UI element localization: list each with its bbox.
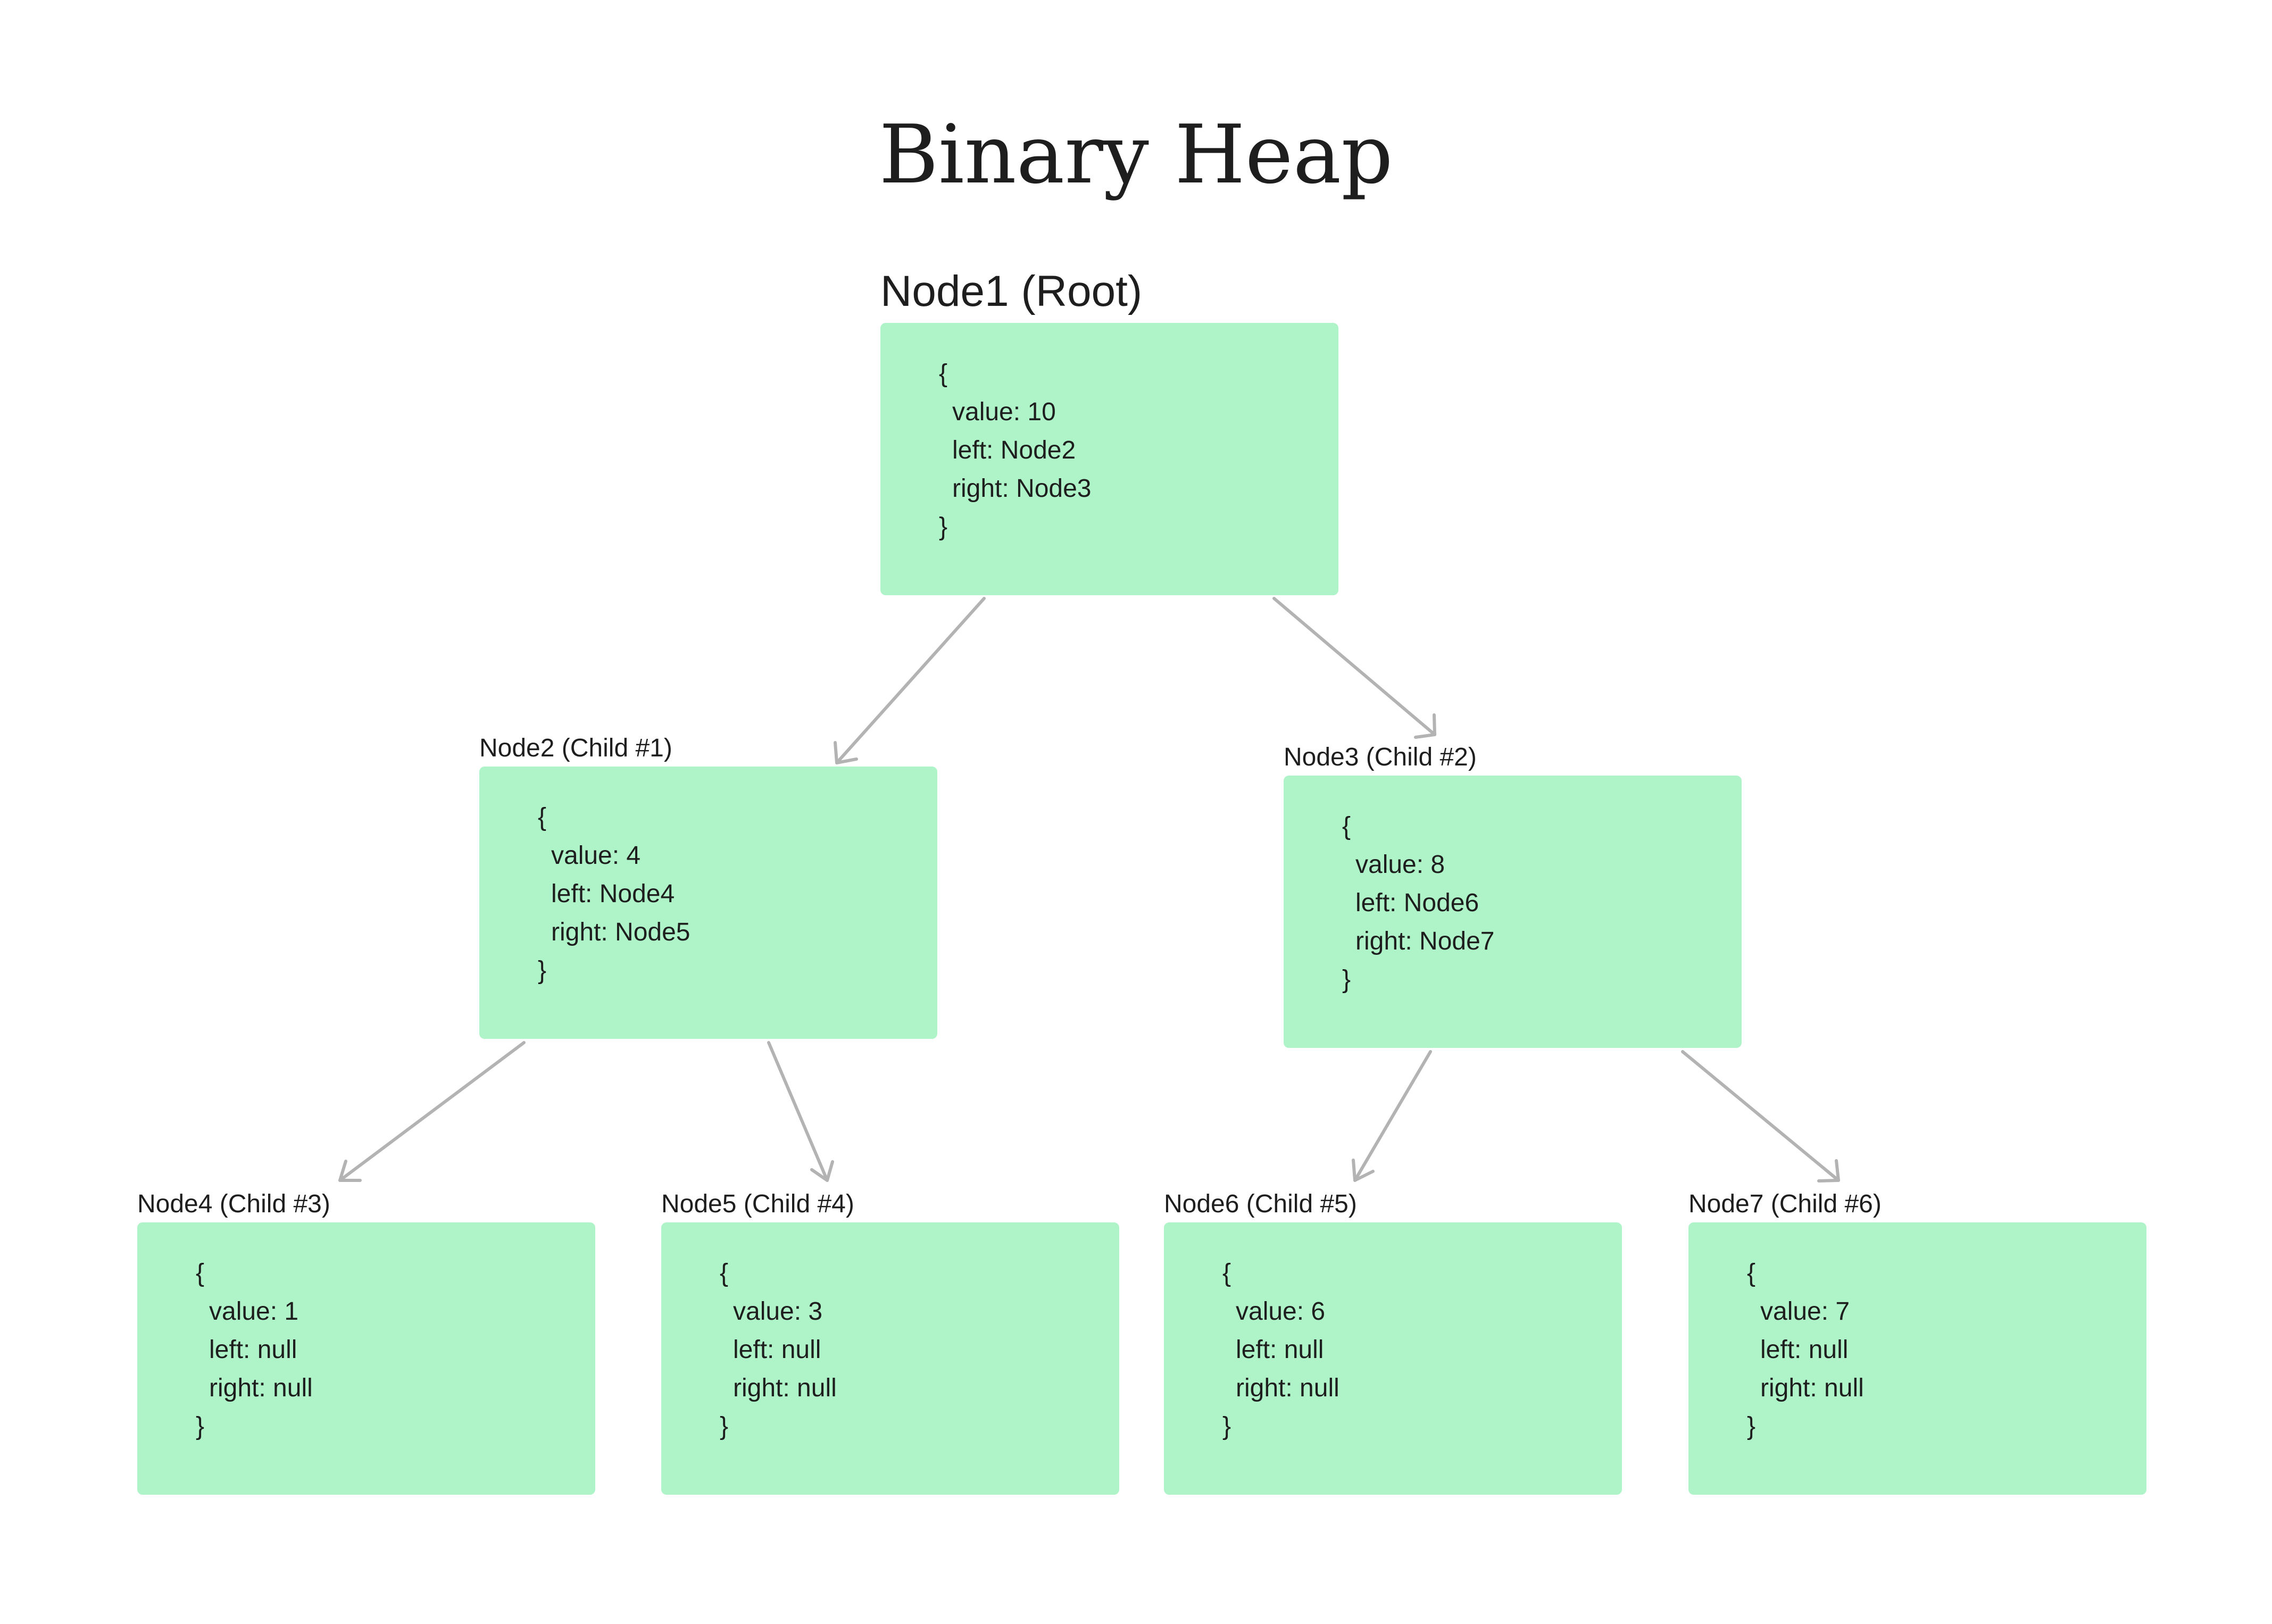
node1-open-brace: { xyxy=(939,360,948,388)
node7-body: { value: 7 left: null right: null } xyxy=(1747,1254,1864,1446)
node4-value: value: 1 xyxy=(209,1297,299,1326)
node6-close-brace: } xyxy=(1222,1412,1231,1440)
node7-right: right: null xyxy=(1760,1374,1864,1402)
node4-right: right: null xyxy=(209,1374,313,1402)
node2-left: left: Node4 xyxy=(551,880,675,908)
node5-close-brace: } xyxy=(720,1412,729,1440)
node1-value: value: 10 xyxy=(952,398,1056,426)
node2-open-brace: { xyxy=(538,803,547,831)
node1-right: right: Node3 xyxy=(952,474,1092,503)
node4-open-brace: { xyxy=(196,1259,205,1287)
node4-card[interactable]: { value: 1 left: null right: null } xyxy=(137,1222,595,1495)
edge-node1-node3 xyxy=(1272,597,1436,739)
node5-caption: Node5 (Child #4) xyxy=(661,1190,854,1218)
node7-card[interactable]: { value: 7 left: null right: null } xyxy=(1688,1222,2146,1495)
node1-left: left: Node2 xyxy=(952,436,1076,464)
node5-open-brace: { xyxy=(720,1259,729,1287)
node6-right: right: null xyxy=(1236,1374,1339,1402)
node4-left: left: null xyxy=(209,1336,297,1364)
node3-open-brace: { xyxy=(1342,812,1351,840)
edge-node3-node6 xyxy=(1352,1050,1432,1182)
node5-body: { value: 3 left: null right: null } xyxy=(720,1254,837,1446)
edge-node2-node5 xyxy=(767,1041,834,1182)
edge-node1-node2 xyxy=(834,597,986,764)
node6-value: value: 6 xyxy=(1236,1297,1326,1326)
node3-right: right: Node7 xyxy=(1355,927,1495,955)
node3-left: left: Node6 xyxy=(1355,889,1479,917)
node5-value: value: 3 xyxy=(733,1297,823,1326)
node1-close-brace: } xyxy=(939,513,948,541)
node7-open-brace: { xyxy=(1747,1259,1756,1287)
node7-close-brace: } xyxy=(1747,1412,1756,1440)
node4-close-brace: } xyxy=(196,1412,205,1440)
node1-body: { value: 10 left: Node2 right: Node3 } xyxy=(939,355,1092,546)
node2-body: { value: 4 left: Node4 right: Node5 } xyxy=(538,798,690,990)
node4-caption: Node4 (Child #3) xyxy=(137,1190,330,1218)
node7-caption: Node7 (Child #6) xyxy=(1688,1190,1882,1218)
node6-left: left: null xyxy=(1236,1336,1324,1364)
node5-card[interactable]: { value: 3 left: null right: null } xyxy=(661,1222,1119,1495)
node3-close-brace: } xyxy=(1342,965,1351,994)
node2-card[interactable]: { value: 4 left: Node4 right: Node5 } xyxy=(479,767,937,1039)
node6-card[interactable]: { value: 6 left: null right: null } xyxy=(1164,1222,1622,1495)
node1-card[interactable]: { value: 10 left: Node2 right: Node3 } xyxy=(880,323,1338,595)
edge-node2-node4 xyxy=(338,1041,526,1182)
node2-value: value: 4 xyxy=(551,842,641,870)
edge-node3-node7 xyxy=(1681,1050,1840,1182)
node5-right: right: null xyxy=(733,1374,837,1402)
node5-left: left: null xyxy=(733,1336,821,1364)
node3-body: { value: 8 left: Node6 right: Node7 } xyxy=(1342,807,1495,999)
node2-close-brace: } xyxy=(538,956,547,985)
node6-body: { value: 6 left: null right: null } xyxy=(1222,1254,1339,1446)
node6-caption: Node6 (Child #5) xyxy=(1164,1190,1357,1218)
node6-open-brace: { xyxy=(1222,1259,1231,1287)
node1-caption: Node1 (Root) xyxy=(880,267,1143,315)
node3-card[interactable]: { value: 8 left: Node6 right: Node7 } xyxy=(1284,776,1742,1048)
diagram-title: Binary Heap xyxy=(879,107,1393,202)
node2-right: right: Node5 xyxy=(551,918,690,946)
node3-caption: Node3 (Child #2) xyxy=(1284,743,1477,771)
node2-caption: Node2 (Child #1) xyxy=(479,734,672,762)
node3-value: value: 8 xyxy=(1355,851,1445,879)
node7-value: value: 7 xyxy=(1760,1297,1850,1326)
node4-body: { value: 1 left: null right: null } xyxy=(196,1254,313,1446)
node7-left: left: null xyxy=(1760,1336,1849,1364)
